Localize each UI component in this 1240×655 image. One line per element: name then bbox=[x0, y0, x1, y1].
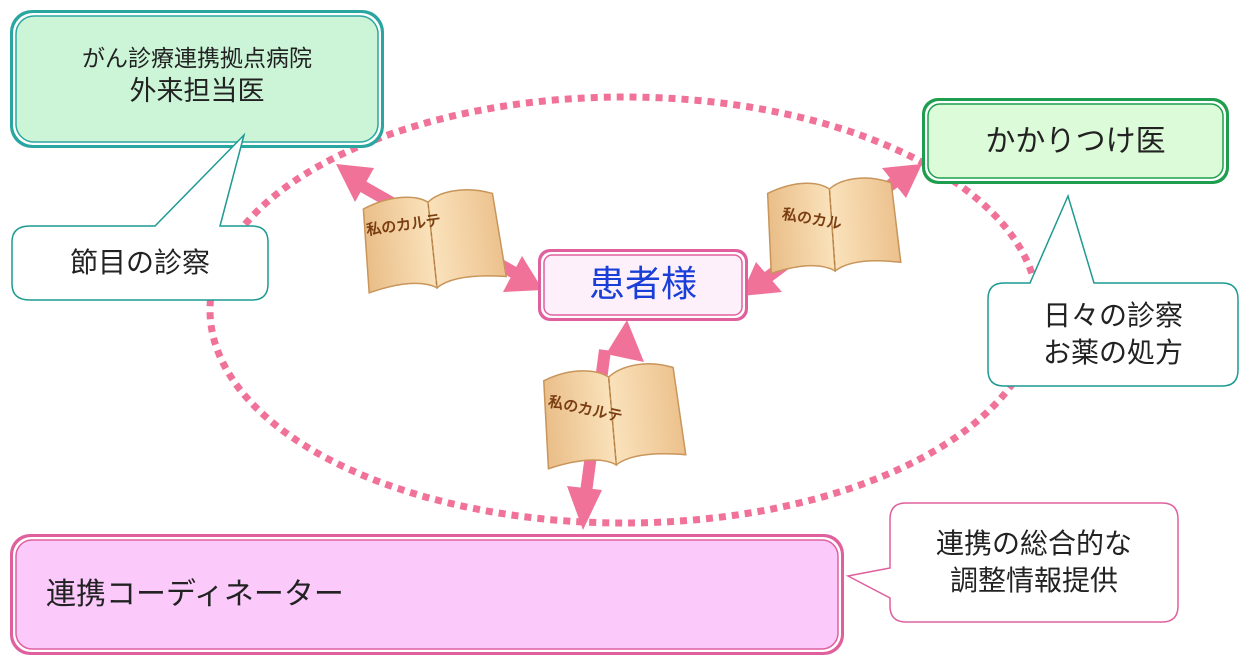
callout-coordination-text: 連携の総合的な 調整情報提供 bbox=[892, 505, 1176, 620]
patient-label: 患者様 bbox=[588, 263, 697, 305]
callout-daily-care-line2: お薬の処方 bbox=[1042, 335, 1183, 369]
callout-coordination bbox=[845, 502, 1179, 623]
callout-daily-care-text: 日々の診察 お薬の処方 bbox=[990, 285, 1236, 384]
hospital-box bbox=[10, 10, 384, 148]
coordinator-box bbox=[10, 534, 844, 655]
callout-coordination-line2: 調整情報提供 bbox=[949, 563, 1118, 597]
karte-book-right bbox=[766, 177, 902, 275]
patient-box bbox=[538, 249, 748, 321]
callout-daily-care-line1: 日々の診察 bbox=[1042, 299, 1183, 333]
callout-coordination-line1: 連携の総合的な bbox=[935, 527, 1132, 561]
karte-book-left bbox=[362, 189, 508, 294]
family-doctor-box bbox=[922, 98, 1229, 184]
family-doctor-label: かかりつけ医 bbox=[985, 123, 1166, 159]
hospital-label-line2: 外来担当医 bbox=[129, 76, 265, 108]
hospital-label: がん診療連携拠点病院 外来担当医 bbox=[16, 30, 378, 124]
callout-checkup-text: 節目の診察 bbox=[69, 245, 210, 279]
hospital-label-line1: がん診療連携拠点病院 bbox=[82, 45, 312, 72]
karte-book-bottom bbox=[542, 363, 687, 470]
callout-checkup bbox=[11, 132, 269, 301]
callout-daily-care bbox=[987, 193, 1239, 387]
coordinator-label: 連携コーディネーター bbox=[46, 577, 344, 612]
